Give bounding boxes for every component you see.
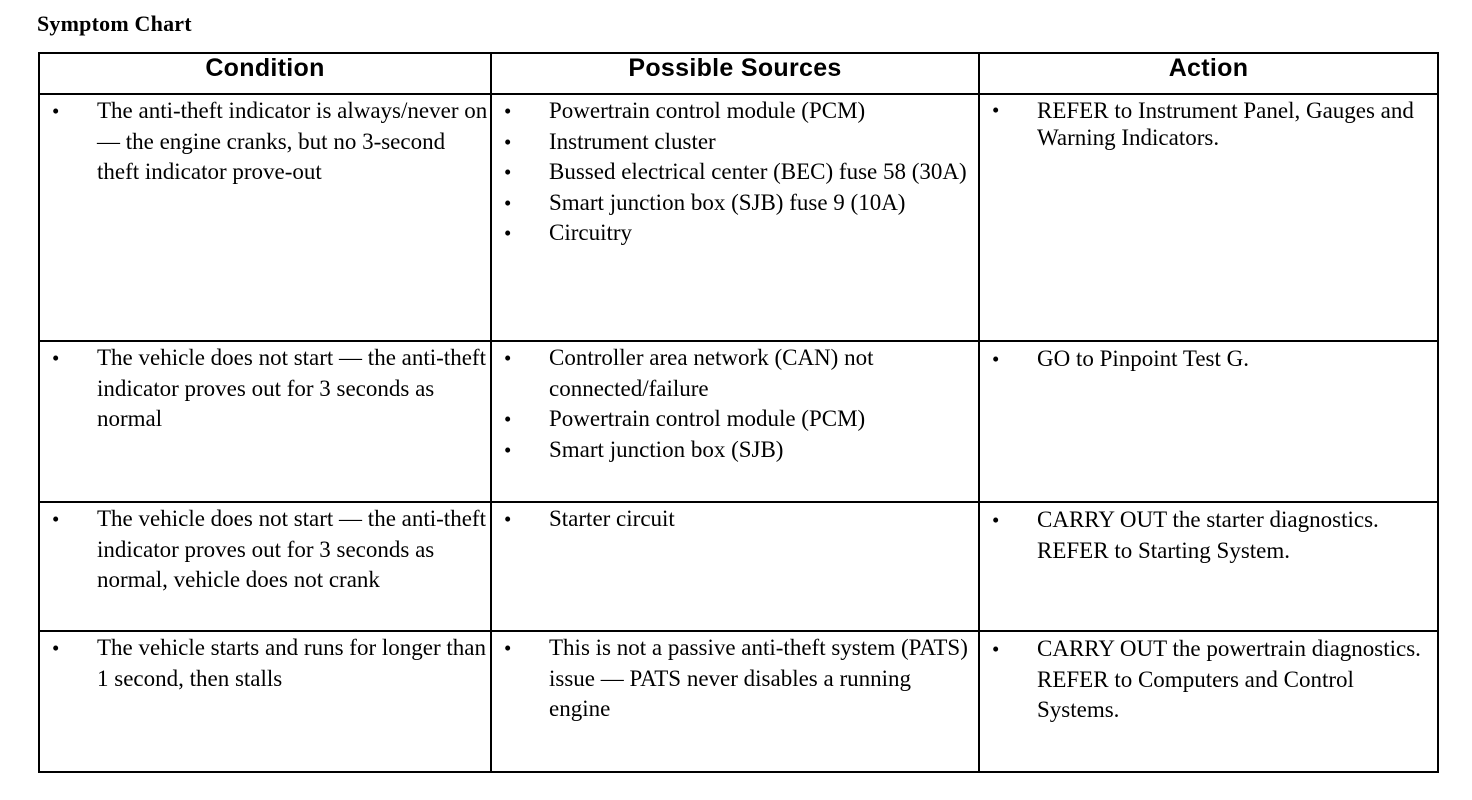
- list-item: Smart junction box (SJB) fuse 9 (10A): [492, 188, 978, 219]
- list-item: This is not a passive anti-theft system …: [492, 633, 978, 725]
- bullet-list: CARRY OUT the starter diagnostics. REFER…: [980, 505, 1437, 566]
- list-item: Instrument cluster: [492, 127, 978, 158]
- list-item: Powertrain control module (PCM): [492, 404, 978, 435]
- bullet-list: REFER to Instrument Panel, Gauges and Wa…: [980, 97, 1437, 151]
- column-header-condition: Condition: [38, 52, 492, 95]
- bullet-list: Controller area network (CAN) not connec…: [492, 343, 978, 465]
- bullet-list: GO to Pinpoint Test G.: [980, 344, 1437, 375]
- table-row: The vehicle does not start — the anti-th…: [38, 340, 1439, 503]
- cell-possible-sources: Starter circuit: [490, 501, 980, 632]
- column-header-possible-sources: Possible Sources: [490, 52, 980, 95]
- list-item: The anti-theft indicator is always/never…: [40, 96, 490, 188]
- cell-condition: The vehicle starts and runs for longer t…: [38, 630, 492, 773]
- cell-condition: The vehicle does not start — the anti-th…: [38, 501, 492, 632]
- list-item: CARRY OUT the powertrain diagnostics. RE…: [980, 634, 1437, 726]
- bullet-list: Powertrain control module (PCM) Instrume…: [492, 96, 978, 249]
- list-item: Powertrain control module (PCM): [492, 96, 978, 127]
- cell-action: CARRY OUT the starter diagnostics. REFER…: [978, 501, 1439, 632]
- bullet-list: This is not a passive anti-theft system …: [492, 633, 978, 725]
- list-item: Controller area network (CAN) not connec…: [492, 343, 978, 404]
- cell-action: CARRY OUT the powertrain diagnostics. RE…: [978, 630, 1439, 773]
- table-row: The vehicle starts and runs for longer t…: [38, 630, 1439, 773]
- bullet-list: Starter circuit: [492, 504, 978, 535]
- cell-condition: The vehicle does not start — the anti-th…: [38, 340, 492, 503]
- cell-action: REFER to Instrument Panel, Gauges and Wa…: [978, 93, 1439, 342]
- table-row: The anti-theft indicator is always/never…: [38, 93, 1439, 342]
- list-item: Bussed electrical center (BEC) fuse 58 (…: [492, 157, 978, 188]
- bullet-list: The vehicle does not start — the anti-th…: [40, 504, 490, 596]
- list-item: Circuitry: [492, 218, 978, 249]
- table-header: Condition Possible Sources Action: [38, 52, 1439, 95]
- page-title: Symptom Chart: [37, 11, 192, 36]
- cell-possible-sources: This is not a passive anti-theft system …: [490, 630, 980, 773]
- bullet-list: The anti-theft indicator is always/never…: [40, 96, 490, 188]
- symptom-chart-table: Condition Possible Sources Action The an…: [38, 52, 1439, 773]
- cell-condition: The anti-theft indicator is always/never…: [38, 93, 492, 342]
- bullet-list: The vehicle does not start — the anti-th…: [40, 343, 490, 435]
- list-item: Starter circuit: [492, 504, 978, 535]
- table-body: The anti-theft indicator is always/never…: [38, 93, 1439, 773]
- table-header-row: Condition Possible Sources Action: [38, 52, 1439, 95]
- cell-possible-sources: Controller area network (CAN) not connec…: [490, 340, 980, 503]
- table-row: The vehicle does not start — the anti-th…: [38, 501, 1439, 632]
- list-item: Smart junction box (SJB): [492, 435, 978, 466]
- list-item: GO to Pinpoint Test G.: [980, 344, 1437, 375]
- bullet-list: The vehicle starts and runs for longer t…: [40, 633, 490, 694]
- list-item: CARRY OUT the starter diagnostics. REFER…: [980, 505, 1437, 566]
- bullet-list: CARRY OUT the powertrain diagnostics. RE…: [980, 634, 1437, 726]
- cell-action: GO to Pinpoint Test G.: [978, 340, 1439, 503]
- list-item: REFER to Instrument Panel, Gauges and Wa…: [980, 97, 1437, 151]
- list-item: The vehicle starts and runs for longer t…: [40, 633, 490, 694]
- list-item: The vehicle does not start — the anti-th…: [40, 343, 490, 435]
- list-item: The vehicle does not start — the anti-th…: [40, 504, 490, 596]
- column-header-action: Action: [978, 52, 1439, 95]
- cell-possible-sources: Powertrain control module (PCM) Instrume…: [490, 93, 980, 342]
